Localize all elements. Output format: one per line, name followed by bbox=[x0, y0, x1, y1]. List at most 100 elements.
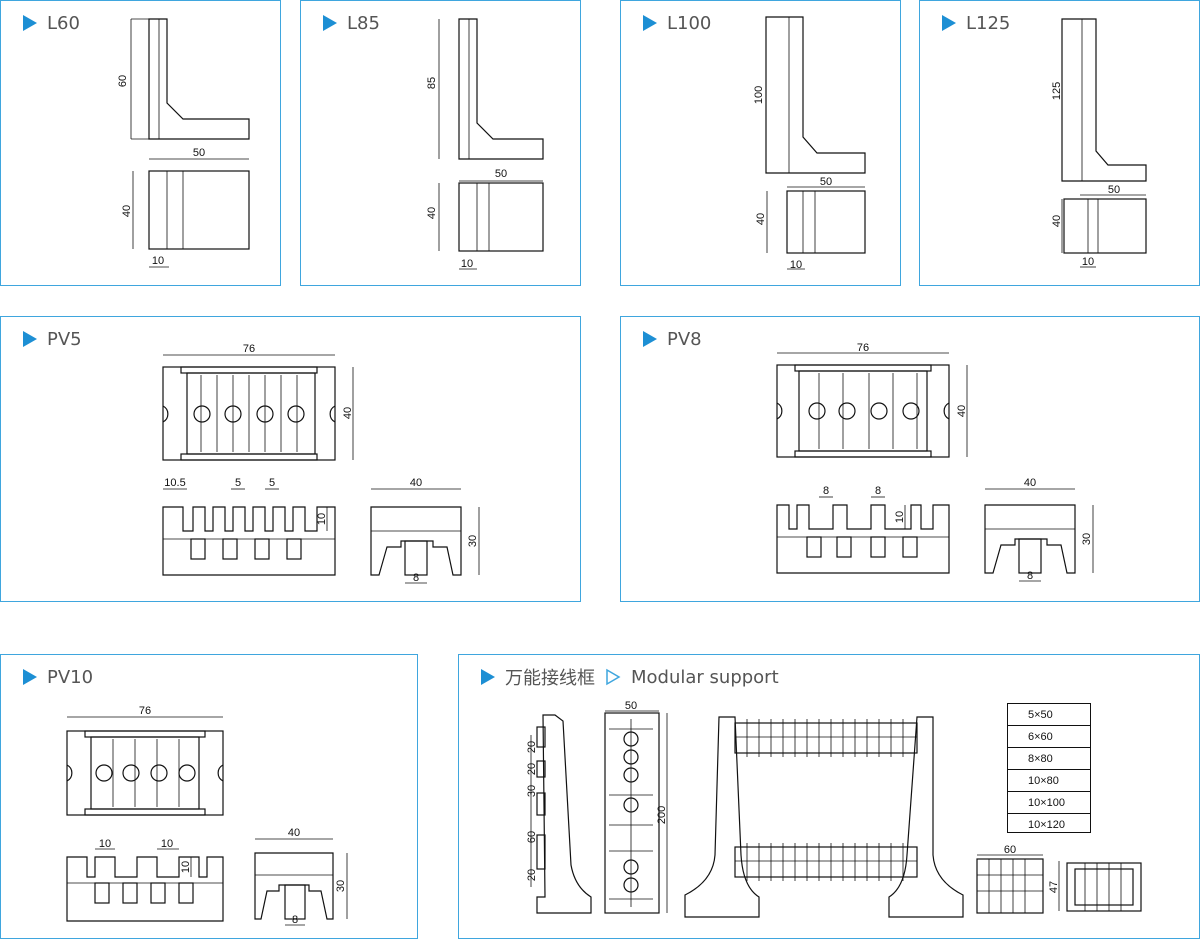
panel-title: L60 bbox=[23, 11, 80, 35]
panel-title-text: L100 bbox=[667, 12, 712, 34]
panel-l100: L100 100 50 40 10 bbox=[620, 0, 901, 286]
panel-title: L125 bbox=[942, 11, 1010, 35]
dim-front-width: 50 bbox=[625, 700, 637, 712]
dim-slot: 10 bbox=[894, 511, 906, 523]
panel-title-text: PV10 bbox=[47, 666, 94, 688]
dim-foot: 8 bbox=[292, 914, 298, 926]
l60-drawing: 60 50 40 10 bbox=[117, 18, 250, 268]
dim-thickness: 10 bbox=[461, 258, 473, 270]
dim-foot: 8 bbox=[413, 572, 419, 584]
dim-slot: 10 bbox=[180, 861, 192, 873]
dim-width: 40 bbox=[342, 407, 354, 419]
dim-side-height: 30 bbox=[467, 535, 479, 547]
dim-front-height: 200 bbox=[656, 806, 668, 824]
panel-title-cn: 万能接线框 bbox=[505, 668, 595, 689]
dim-slot: 10 bbox=[316, 513, 328, 525]
dim-small-width: 60 bbox=[1004, 844, 1016, 856]
dim-a: 20 bbox=[526, 741, 538, 753]
panel-title: PV8 bbox=[643, 327, 702, 351]
dim-length: 76 bbox=[139, 705, 151, 717]
dim-height: 85 bbox=[426, 77, 438, 89]
panel-l85: L85 85 50 40 10 bbox=[300, 0, 581, 286]
play-triangle-icon bbox=[481, 669, 495, 685]
play-triangle-icon bbox=[23, 669, 37, 685]
panel-title-text: PV5 bbox=[47, 328, 82, 350]
dim-b: 20 bbox=[526, 763, 538, 775]
dim-height: 60 bbox=[117, 75, 129, 87]
size-item: 10×100 bbox=[1008, 792, 1090, 814]
size-item: 10×80 bbox=[1008, 770, 1090, 792]
pv8-drawing: 76 40 8 8 10 40 30 8 bbox=[776, 342, 1094, 582]
panel-pv10: PV10 76 10 10 10 40 30 8 bbox=[0, 654, 418, 939]
dim-foot: 8 bbox=[1027, 570, 1033, 582]
dim-length: 76 bbox=[857, 342, 869, 354]
pv10-drawing: 76 10 10 10 40 30 8 bbox=[66, 705, 348, 926]
size-item: 6×60 bbox=[1008, 726, 1090, 748]
dim-gap1: 8 bbox=[823, 485, 829, 497]
size-list: 5×50 6×60 8×80 10×80 10×100 10×120 bbox=[1007, 703, 1091, 833]
play-triangle-icon bbox=[643, 331, 657, 347]
play-triangle-icon bbox=[643, 15, 657, 31]
panel-title: 万能接线框 Modular support bbox=[481, 665, 779, 689]
dim-height: 100 bbox=[753, 86, 765, 104]
dim-depth: 40 bbox=[121, 205, 133, 217]
outline-triangle-icon bbox=[606, 668, 621, 686]
panel-title-en: Modular support bbox=[631, 666, 779, 688]
l85-drawing: 85 50 40 10 bbox=[426, 18, 544, 270]
top-teeth bbox=[746, 719, 904, 757]
dim-c: 30 bbox=[526, 785, 538, 797]
dim-gap2: 8 bbox=[875, 485, 881, 497]
panel-pv5: PV5 76 40 10.5 5 5 10 40 30 8 bbox=[0, 316, 581, 602]
play-triangle-icon bbox=[942, 15, 956, 31]
size-item: 5×50 bbox=[1008, 704, 1090, 726]
dim-side-width: 40 bbox=[288, 827, 300, 839]
panel-l60: L60 60 50 40 10 bbox=[0, 0, 281, 286]
dim-width: 40 bbox=[956, 405, 968, 417]
dim-depth: 40 bbox=[1051, 215, 1063, 227]
panel-title-text: L125 bbox=[966, 12, 1011, 34]
pv5-drawing: 76 40 10.5 5 5 10 40 30 8 bbox=[162, 343, 480, 584]
dim-side-width: 40 bbox=[410, 477, 422, 489]
dim-side-height: 30 bbox=[1081, 533, 1093, 545]
dim-height: 125 bbox=[1051, 82, 1063, 100]
panel-l125: L125 125 50 40 10 bbox=[919, 0, 1200, 286]
panel-title: L100 bbox=[643, 11, 711, 35]
dim-width: 50 bbox=[820, 176, 832, 188]
modular-drawing: 20 20 30 60 20 50 200 bbox=[526, 700, 1142, 918]
dim-side-height: 30 bbox=[335, 880, 347, 892]
dim-gap1: 10 bbox=[99, 838, 111, 850]
play-triangle-icon bbox=[23, 331, 37, 347]
dim-side-width: 40 bbox=[1024, 477, 1036, 489]
dim-depth: 40 bbox=[426, 207, 438, 219]
dim-gap1: 10.5 bbox=[164, 477, 185, 489]
panel-title-text: L60 bbox=[47, 12, 80, 34]
dim-thickness: 10 bbox=[790, 259, 802, 271]
l125-drawing: 125 50 40 10 bbox=[1051, 18, 1147, 268]
panel-title-text: PV8 bbox=[667, 328, 702, 350]
bottom-teeth bbox=[746, 843, 904, 881]
dim-small-height: 47 bbox=[1048, 881, 1060, 893]
dim-gap3: 5 bbox=[269, 477, 275, 489]
play-triangle-icon bbox=[23, 15, 37, 31]
size-item: 8×80 bbox=[1008, 748, 1090, 770]
panel-title: L85 bbox=[323, 11, 380, 35]
panel-pv8: PV8 76 40 8 8 10 40 30 8 bbox=[620, 316, 1200, 602]
dim-width: 50 bbox=[495, 168, 507, 180]
dim-depth: 40 bbox=[755, 213, 767, 225]
dim-length: 76 bbox=[243, 343, 255, 355]
play-triangle-icon bbox=[323, 15, 337, 31]
panel-title-text: L85 bbox=[347, 12, 380, 34]
dim-width: 50 bbox=[1108, 184, 1120, 196]
dim-gap2: 5 bbox=[235, 477, 241, 489]
dim-d: 60 bbox=[526, 831, 538, 843]
dim-e: 20 bbox=[526, 869, 538, 881]
l100-drawing: 100 50 40 10 bbox=[753, 16, 866, 271]
dim-gap2: 10 bbox=[161, 838, 173, 850]
dim-thickness: 10 bbox=[1082, 256, 1094, 268]
size-item: 10×120 bbox=[1028, 819, 1066, 831]
dim-thickness: 10 bbox=[152, 255, 164, 267]
panel-title: PV10 bbox=[23, 665, 93, 689]
panel-title: PV5 bbox=[23, 327, 82, 351]
dim-width: 50 bbox=[193, 147, 205, 159]
panel-modular-support: 万能接线框 Modular support 20 20 30 60 20 50 … bbox=[458, 654, 1200, 939]
